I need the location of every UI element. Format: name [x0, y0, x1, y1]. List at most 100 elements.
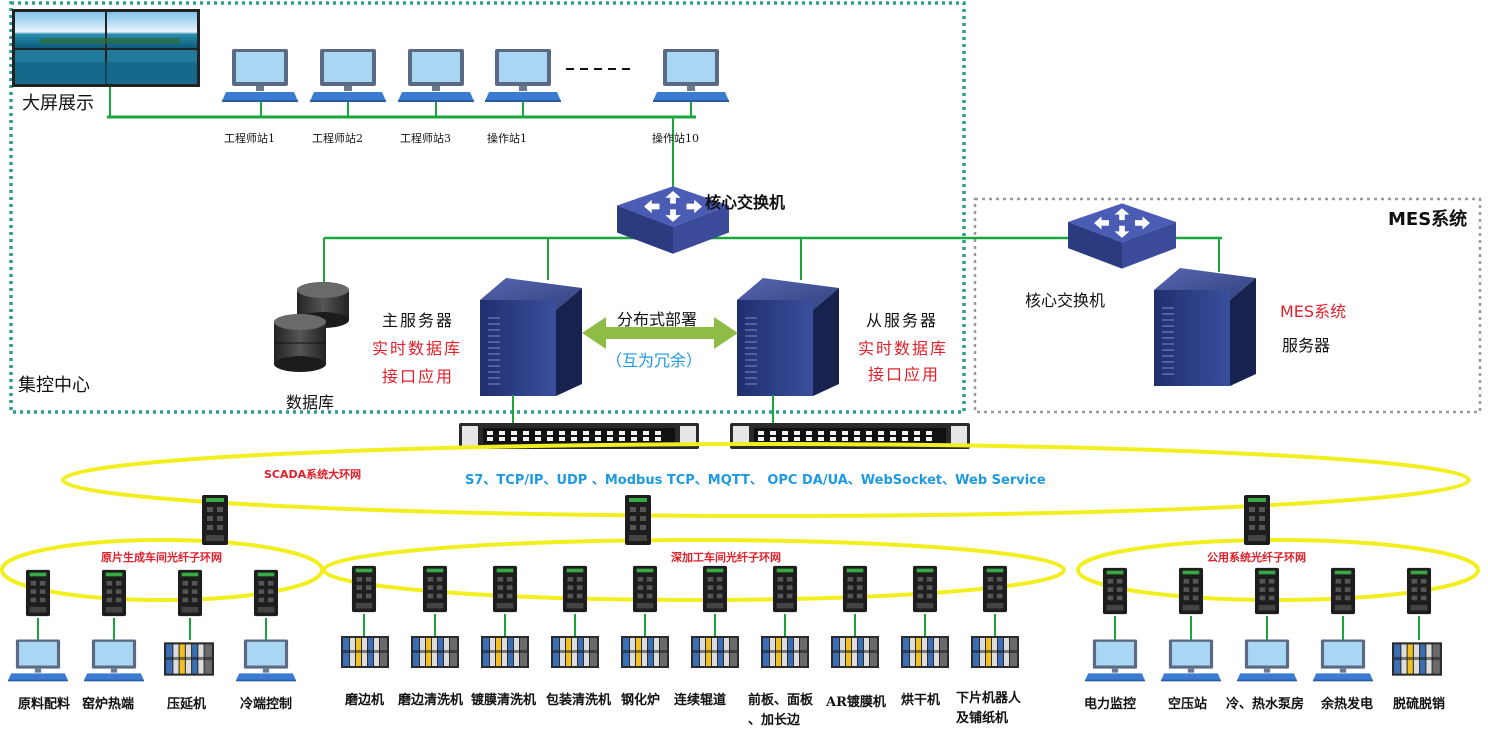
big-screen-display: [12, 9, 200, 87]
main-server-icon: [480, 278, 582, 396]
right-device-label-1: 电力监控: [1084, 697, 1137, 712]
workstation-3-icon: [398, 49, 474, 102]
workstation-label-2: 工程师站2: [312, 132, 363, 145]
left-pc-4-icon: [236, 639, 296, 682]
protocols-label: S7、TCP/IP、UDP 、Modbus TCP、MQTT、 OPC DA/U…: [465, 473, 1046, 488]
right-plc-5-icon: [1392, 642, 1442, 676]
right-switch-4-icon: [1330, 567, 1356, 615]
right-pc-3-icon: [1237, 639, 1297, 682]
mid-switch-3-icon: [492, 565, 518, 613]
distributed-title: 分布式部署: [617, 310, 698, 329]
mid-plc-5-icon: [621, 636, 669, 668]
middle-device-label-10: 下片机器人: [956, 691, 1022, 706]
middle-subnet-devices: [341, 565, 1019, 668]
left-plc-3-icon: [164, 642, 214, 676]
ring-switch-middle-icon: [625, 495, 651, 545]
right-pc-2-icon: [1161, 639, 1221, 682]
mes-zone: [973, 197, 1482, 414]
mid-switch-8-icon: [842, 565, 868, 613]
workstation-1-icon: [222, 49, 298, 102]
database-icon: [274, 282, 349, 372]
middle-device-label-4: 包装清洗机: [546, 693, 612, 708]
middle-device-label-5: 钢化炉: [621, 693, 661, 708]
left-device-label-2: 窑炉热端: [82, 697, 135, 712]
mid-plc-3-icon: [481, 636, 529, 668]
middle-device-label-2: 磨边清洗机: [398, 693, 464, 708]
left-switch-1-icon: [25, 569, 51, 617]
distributed-sub: （互为冗余）: [606, 351, 703, 370]
middle-device-label-9: 烘干机: [901, 693, 941, 708]
redundancy-arrow: [582, 317, 738, 349]
middle-device-label-7: 前板、面板: [748, 693, 814, 708]
workstation-label-3: 工程师站3: [400, 132, 451, 145]
middle-device-label-8: AR镀膜机: [826, 695, 886, 710]
scada-main-ring: [61, 442, 1471, 518]
right-subnet-devices: [1085, 567, 1442, 682]
workstation-2-icon: [310, 49, 386, 102]
mid-switch-2-icon: [422, 565, 448, 613]
left-pc-2-icon: [84, 639, 144, 682]
right-switch-1-icon: [1102, 567, 1128, 615]
mid-plc-4-icon: [551, 636, 599, 668]
mes-core-switch-label: 核心交换机: [1025, 291, 1106, 310]
mid-plc-7-icon: [761, 636, 809, 668]
main-server-line1: 实时数据库: [372, 339, 463, 358]
workstation-label-5: 操作站10: [652, 132, 699, 145]
control-center-zone: [9, 1, 966, 414]
mid-switch-4-icon: [562, 565, 588, 613]
ring-switch-right-icon: [1244, 495, 1270, 545]
mid-plc-1-icon: [341, 636, 389, 668]
right-device-label-2: 空压站: [1168, 697, 1208, 712]
mid-switch-6-icon: [702, 565, 728, 613]
mid-plc-8-icon: [831, 636, 879, 668]
mid-plc-10-icon: [971, 636, 1019, 668]
slave-server-title: 从服务器: [866, 311, 939, 330]
right-device-label-4: 余热发电: [1321, 697, 1374, 712]
right-switch-2-icon: [1178, 567, 1204, 615]
operator-station-10-icon: [653, 49, 729, 102]
database-label: 数据库: [286, 393, 335, 412]
workstation-label-4: 操作站1: [487, 132, 527, 145]
mid-switch-9-icon: [912, 565, 938, 613]
middle-device-label-1: 磨边机: [345, 693, 385, 708]
mes-server-line2: 服务器: [1282, 336, 1331, 355]
middle-device-label-10b: 及铺纸机: [956, 711, 1009, 726]
right-sub-ring-label: 公用系统光纤子环网: [1207, 551, 1306, 564]
mes-core-switch-icon: [1068, 203, 1176, 269]
slave-server-icon: [737, 278, 839, 396]
mes-server-line1: MES系统: [1280, 302, 1347, 321]
left-switch-2-icon: [101, 569, 127, 617]
mid-plc-2-icon: [411, 636, 459, 668]
operator-station-1-icon: [485, 49, 561, 102]
left-subnet-devices: [8, 569, 296, 682]
left-pc-1-icon: [8, 639, 68, 682]
main-server-title: 主服务器: [382, 311, 455, 330]
big-screen-label: 大屏展示: [22, 93, 94, 114]
left-device-label-3: 压延机: [167, 697, 207, 712]
main-server-line2: 接口应用: [382, 367, 455, 386]
mid-plc-9-icon: [901, 636, 949, 668]
mid-switch-7-icon: [772, 565, 798, 613]
control-center-title: 集控中心: [18, 375, 90, 396]
slave-server-line1: 实时数据库: [858, 339, 949, 358]
mes-zone-title: MES系统: [1388, 209, 1468, 230]
workstation-label-1: 工程师站1: [224, 132, 275, 145]
middle-sub-ring: [322, 538, 1066, 602]
middle-device-label-6: 连续辊道: [674, 693, 727, 708]
right-device-label-5: 脱硫脱销: [1393, 697, 1446, 712]
left-switch-3-icon: [177, 569, 203, 617]
right-switch-3-icon: [1254, 567, 1280, 615]
right-device-label-3: 冷、热水泵房: [1226, 697, 1305, 712]
right-pc-4-icon: [1313, 639, 1373, 682]
left-device-label-4: 冷端控制: [240, 697, 293, 712]
scada-ring-label: SCADA系统大环网: [264, 468, 362, 481]
left-device-label-1: 原料配料: [18, 697, 71, 712]
right-switch-5-icon: [1406, 567, 1432, 615]
mid-switch-10-icon: [982, 565, 1008, 613]
left-sub-ring-label: 原片生成车间光纤子环网: [101, 551, 222, 564]
mid-switch-5-icon: [632, 565, 658, 613]
middle-sub-ring-label: 深加工车间光纤子环网: [671, 551, 781, 564]
mid-plc-6-icon: [691, 636, 739, 668]
mid-switch-1-icon: [351, 565, 377, 613]
